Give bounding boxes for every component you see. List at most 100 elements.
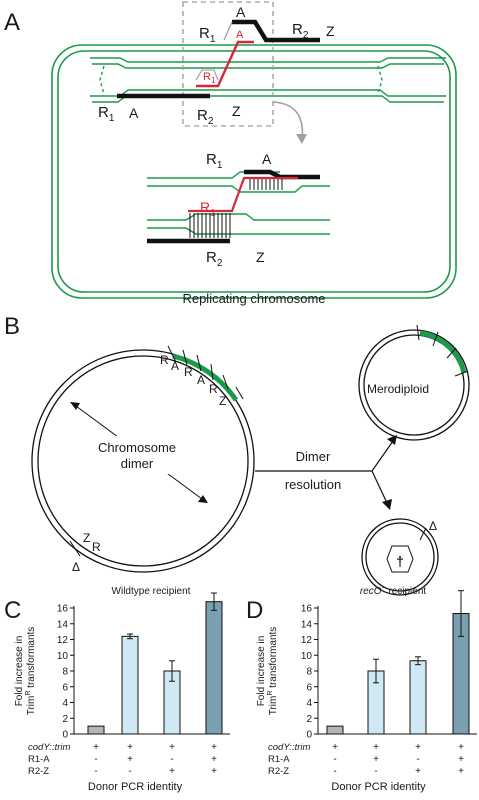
inset-label-z: Z bbox=[256, 249, 265, 265]
label-a-bottom: A bbox=[129, 105, 139, 121]
chart-d-tick-label: 4 bbox=[306, 698, 312, 709]
dead-circle-outer bbox=[361, 518, 439, 596]
chart-c-tick-label: 14 bbox=[57, 619, 69, 630]
chart-c-row-sign: + bbox=[93, 742, 99, 753]
label-r2-bottom: R2 bbox=[197, 107, 214, 127]
chart-c-row-sign: - bbox=[94, 754, 97, 765]
chart-d-row-sign: + bbox=[415, 742, 421, 753]
chart-d-tick-label: 10 bbox=[301, 651, 313, 662]
chart-c-tick-label: 12 bbox=[57, 635, 69, 646]
chart-d-tick-label: 6 bbox=[306, 682, 312, 693]
chart-d-row-sign: + bbox=[373, 742, 379, 753]
chart-c-row-sign: + bbox=[127, 754, 133, 765]
chart-d-tick-label: 12 bbox=[301, 635, 313, 646]
chart-d-tick-label: 14 bbox=[301, 619, 313, 630]
chart-d-row-label: R2-Z bbox=[268, 766, 289, 777]
chart-c-tick-label: 0 bbox=[62, 730, 68, 741]
chart-d-row-sign: - bbox=[333, 766, 336, 777]
chart-c-tick-label: 6 bbox=[62, 682, 68, 693]
chromosome-label-line2: dimer bbox=[121, 456, 154, 471]
dimer-letter-3: R bbox=[184, 365, 193, 379]
chart-c-row-sign: - bbox=[94, 766, 97, 777]
chromosome-inner-strand bbox=[57, 50, 451, 293]
chart-c-tick-label: 8 bbox=[62, 667, 68, 678]
dagger-icon: † bbox=[396, 553, 404, 569]
zoom-arrow-head bbox=[296, 134, 307, 144]
chart-c-row-sign: - bbox=[128, 766, 131, 777]
chart-d-title: recO− recipient bbox=[360, 585, 427, 597]
dimer-circle-outer bbox=[31, 349, 255, 573]
inset-label-a: A bbox=[262, 151, 272, 167]
dimer-letter-5: R bbox=[209, 382, 218, 396]
resolution-label-line2: resolution bbox=[285, 477, 341, 492]
merodiploid-duplicated-region bbox=[419, 330, 467, 374]
chart-c-row-sign: + bbox=[169, 766, 175, 777]
dimer-letter-6: Z bbox=[219, 394, 226, 408]
chart-c-x-label: Donor PCR identity bbox=[88, 781, 183, 793]
panel-b-letter: B bbox=[4, 313, 20, 340]
zoom-region-box bbox=[182, 1, 274, 127]
chart-c-title: Wildtype recipient bbox=[112, 586, 191, 597]
chart-d-row-sign: - bbox=[333, 754, 336, 765]
chart-c-bar bbox=[87, 725, 105, 735]
chart-c-y-label-line1: Fold increase in bbox=[14, 636, 25, 707]
label-a-top: A bbox=[236, 4, 246, 20]
dead-circle-inner bbox=[365, 522, 435, 592]
chart-c-tick-label: 2 bbox=[62, 714, 68, 725]
chart-d-row-sign: + bbox=[415, 766, 421, 777]
dimer-delta: Δ bbox=[72, 560, 80, 574]
chart-d-row-sign: - bbox=[416, 754, 419, 765]
chart-d-tick-label: 0 bbox=[306, 730, 312, 741]
chart-c-row-sign: + bbox=[211, 754, 217, 765]
dimer-bottom-z: Z bbox=[83, 531, 90, 545]
chart-c-row-sign: + bbox=[211, 742, 217, 753]
dead-delta: Δ bbox=[429, 519, 437, 533]
chart-d-row-label: R1-A bbox=[268, 754, 290, 765]
label-z-bottom: Z bbox=[232, 103, 241, 119]
chart-d-tick-label: 2 bbox=[306, 714, 312, 725]
label-a-red: A bbox=[236, 29, 244, 41]
chart-d-tick-label: 8 bbox=[306, 667, 312, 678]
chart-d-y-label-line1: Fold increase in bbox=[256, 636, 267, 707]
chart-d-row-sign: + bbox=[458, 754, 464, 765]
chart-c-bar bbox=[205, 601, 223, 735]
chart-c-row-label: R2-Z bbox=[28, 766, 49, 777]
chart-d-bar bbox=[409, 660, 427, 735]
chart-c-row-sign: + bbox=[169, 742, 175, 753]
merodiploid-circle-outer bbox=[358, 329, 470, 441]
chart-c-row-label: codY::trim bbox=[28, 742, 70, 753]
replication-bubble bbox=[90, 57, 446, 103]
chromosome-outer-strand bbox=[51, 44, 457, 299]
chart-c-tick-label: 4 bbox=[62, 698, 68, 709]
resolution-branch-up bbox=[371, 440, 394, 472]
chart-c-bar bbox=[121, 635, 139, 735]
dimer-bottom-r: R bbox=[92, 540, 101, 554]
chromosome-label-bg bbox=[92, 436, 184, 474]
merodiploid-circle-inner bbox=[363, 334, 465, 436]
chart-d-row-sign: + bbox=[373, 754, 379, 765]
resolution-branch-down bbox=[371, 470, 388, 504]
chart-d-row-sign: + bbox=[458, 766, 464, 777]
chart-c-row-sign: - bbox=[170, 754, 173, 765]
inset-label-r1: R1 bbox=[206, 151, 223, 171]
chart-d-row-label: codY::trim bbox=[268, 742, 310, 753]
label-r2-top: R2 bbox=[292, 21, 309, 41]
chromosome-label-line1: Chromosome bbox=[98, 440, 176, 455]
chart-c-y-label-line2: TrimR transformants bbox=[25, 627, 37, 716]
dimer-duplicated-region bbox=[172, 353, 239, 402]
panel-a-letter: A bbox=[4, 9, 20, 36]
label-r1-bottom: R1 bbox=[98, 104, 115, 124]
label-r1-top: R1 bbox=[199, 25, 216, 45]
coffin-icon bbox=[386, 545, 414, 573]
label-z-top: Z bbox=[326, 23, 335, 39]
chart-d-x-label: Donor PCR identity bbox=[331, 781, 426, 793]
red-r1-gray-bracket bbox=[195, 69, 219, 81]
merodiploid-ticks bbox=[416, 324, 469, 377]
resolution-arrow-down bbox=[382, 499, 392, 510]
red-invading-strand bbox=[196, 40, 254, 88]
dimer-arrowhead-upper bbox=[70, 402, 80, 410]
chart-d-row-sign: + bbox=[332, 742, 338, 753]
